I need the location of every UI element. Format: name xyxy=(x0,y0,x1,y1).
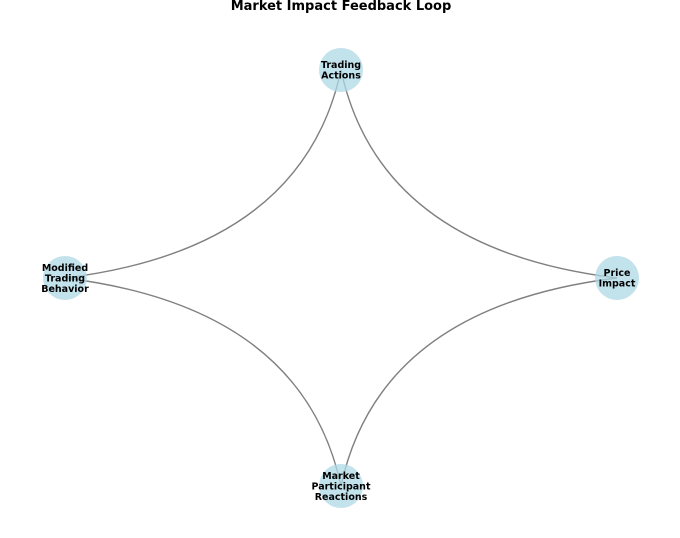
edge-trading-actions-to-price-impact xyxy=(340,69,618,279)
node-label-line: Reactions xyxy=(315,492,368,503)
node-circle-modified-trading-behavior xyxy=(43,256,87,300)
edge-price-impact-to-market-participant-reactions xyxy=(340,277,618,487)
node-circle-trading-actions xyxy=(319,48,363,92)
node-label-line: Actions xyxy=(321,71,361,82)
node-label-line: Market xyxy=(322,471,360,482)
node-label-line: Price xyxy=(604,268,631,279)
node-circle-market-participant-reactions xyxy=(319,464,363,508)
edges-layer xyxy=(64,69,618,487)
node-label-line: Modified xyxy=(42,263,88,274)
diagram-title: Market Impact Feedback Loop xyxy=(231,0,452,14)
node-label-line: Trading xyxy=(45,273,85,284)
node-label-line: Behavior xyxy=(41,284,89,295)
node-label-line: Trading xyxy=(321,60,361,71)
edge-modified-trading-behavior-to-trading-actions xyxy=(64,69,342,279)
node-label-line: Impact xyxy=(599,279,636,290)
edge-market-participant-reactions-to-modified-trading-behavior xyxy=(64,277,342,487)
node-label-line: Participant xyxy=(311,481,370,492)
node-circle-price-impact xyxy=(595,256,639,300)
